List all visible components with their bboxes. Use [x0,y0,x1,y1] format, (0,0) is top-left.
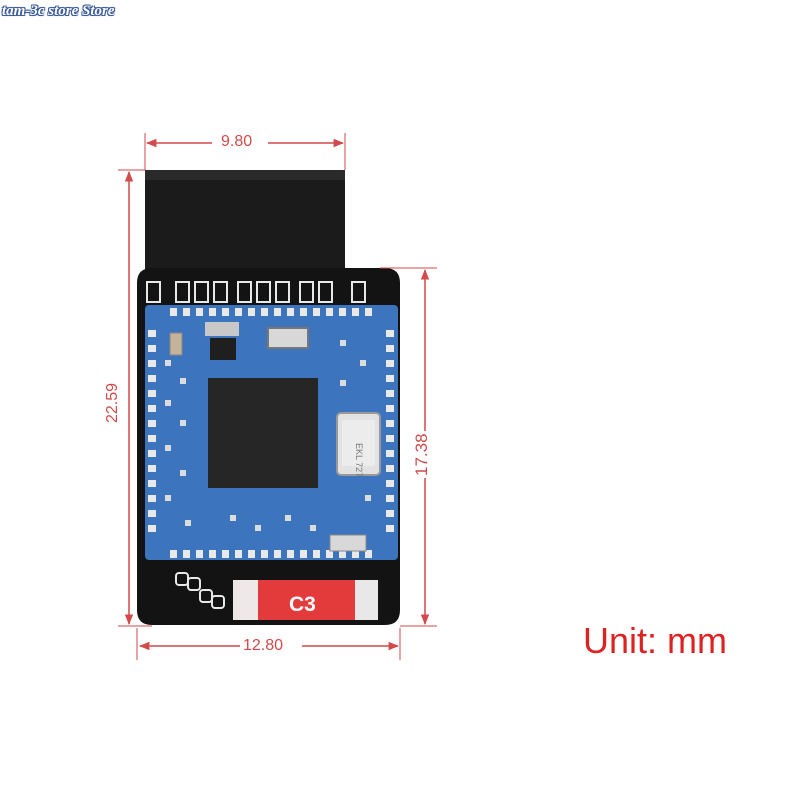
label-strip-left [233,580,258,620]
esp32-c3-chip [208,378,318,488]
usb-c-connector [145,170,345,276]
unit-label: Unit: mm [583,620,727,661]
inner-pads [165,340,371,531]
bottom-logo [175,572,225,609]
regulator-component [205,322,239,336]
c3-silkscreen-label: C3 [289,593,316,616]
dim-total-height-label: 22.59 [104,382,121,423]
capacitor-bottom [329,534,367,552]
usb-c-connector-edge [145,170,345,180]
onboard-button-top [342,420,375,466]
module-edge-pads [148,308,394,558]
dim-top-width-label: 9.80 [221,133,253,150]
capacitor-left [169,332,183,356]
regulator-body [210,338,236,360]
label-strip-right [355,580,378,620]
crystal-component [267,327,309,349]
dim-board-height-label: 17.38 [412,431,432,478]
dim-bottom-width-label: 12.80 [243,637,284,654]
onboard-button-marking: EKL 727 [354,443,364,477]
top-pin-pads [146,281,366,303]
store-watermark: tam-3c store Store [2,3,115,19]
